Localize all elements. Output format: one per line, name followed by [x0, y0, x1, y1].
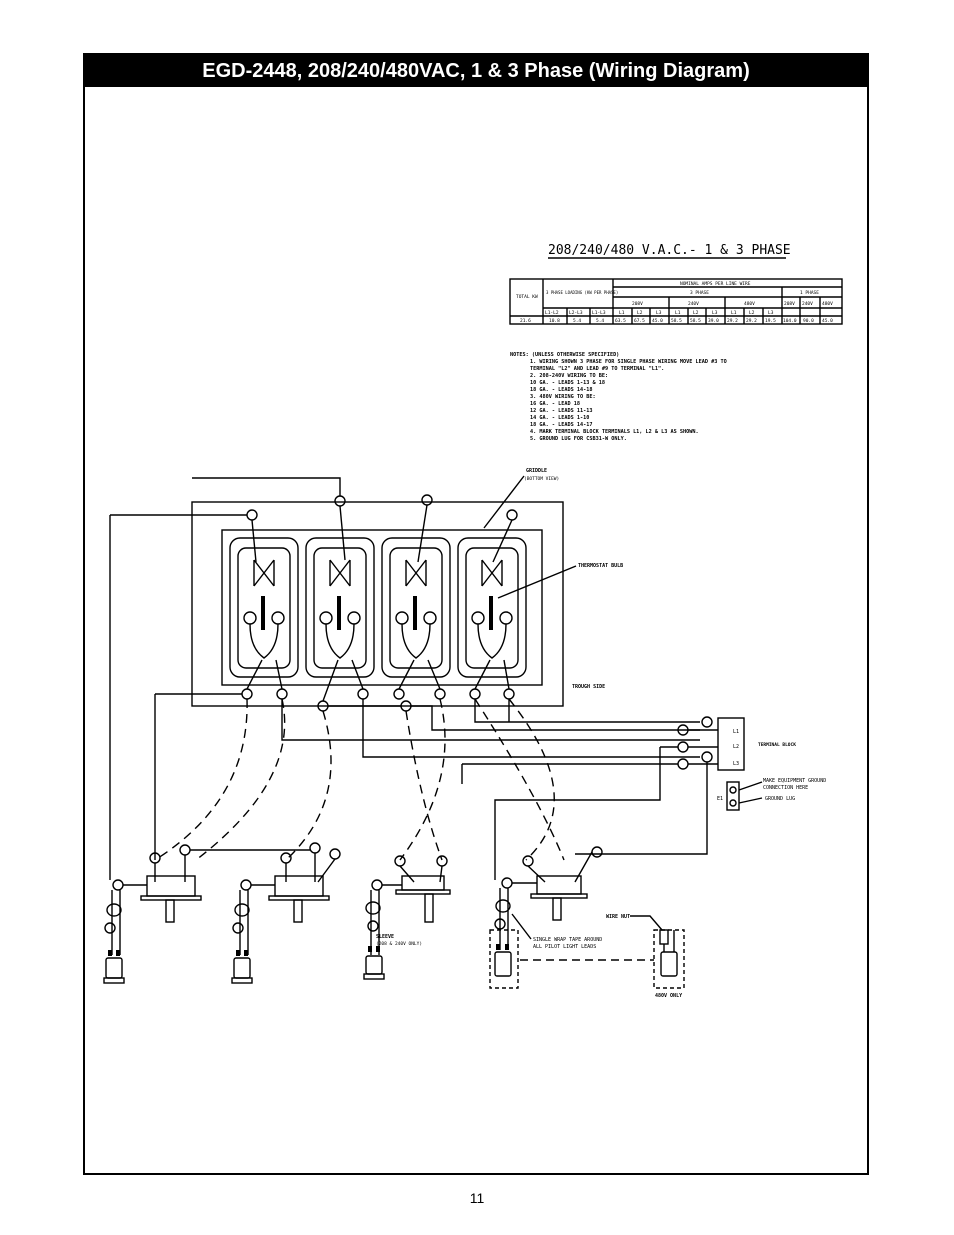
pilot-light [489, 877, 537, 989]
single-wrap-label-2: ALL PILOT LIGHT LEADS [533, 944, 596, 950]
note-line: 5. GROUND LUG FOR CSB31-W ONLY. [530, 436, 627, 442]
table-cell: 63.5 [615, 318, 626, 324]
ground-lug: E1 MAKE EQUIPMENT GROUND CONNECTION HERE… [717, 778, 826, 811]
note-line: 14 GA. - LEADS 1-10 [530, 415, 589, 421]
sleeve-sublabel: (208 & 240V ONLY) [376, 941, 422, 947]
pilot-light [363, 879, 402, 980]
heating-element [305, 537, 375, 678]
table-col: L3 [656, 310, 662, 316]
table-header-480: 480V [744, 301, 755, 307]
pilot-light-480v [520, 929, 685, 989]
note-line: TERMINAL "L2" AND LEAD #9 TO TERMINAL "L… [530, 366, 664, 372]
table-header-loading: 3 PHASE LOADING (KW PER PHASE) [546, 290, 618, 295]
table-cell: 58.5 [671, 318, 682, 324]
thermostat-switch [190, 842, 341, 923]
note-line: 2. 208-240V WIRING TO BE: [530, 373, 608, 379]
table-cell: 29.2 [727, 318, 738, 324]
table-col: L1 [619, 310, 625, 316]
table-cell: 104.0 [783, 318, 797, 324]
make-ground-label-2: CONNECTION HERE [763, 785, 808, 791]
note-line: 18 GA. - LEADS 14-18 [530, 387, 592, 393]
note-line: 18 GA. - LEADS 14-17 [530, 422, 592, 428]
thermostat-bulb-label: THERMOSTAT BULB [578, 563, 623, 569]
element-terminals [154, 659, 700, 860]
note-line: 16 GA. - LEAD 18 [530, 401, 580, 407]
table-col: L1 [675, 310, 681, 316]
griddle-sublabel: (BOTTOM VIEW) [524, 476, 559, 482]
table-col: L2 [637, 310, 643, 316]
table-header-240: 240V [688, 301, 699, 307]
table-col: 208V [784, 301, 795, 307]
pilot-light [103, 879, 147, 984]
table-header-3phase: 3 PHASE [690, 290, 709, 296]
diagram-subtitle: 208/240/480 V.A.C.- 1 & 3 PHASE [548, 243, 791, 258]
table-cell: 58.5 [690, 318, 701, 324]
table-cell: 19.5 [765, 318, 776, 324]
table-col: L2 [749, 310, 755, 316]
table-col: L2 [693, 310, 699, 316]
pilot-light [231, 879, 275, 984]
thermostat-switch [140, 844, 202, 923]
ground-lug-label: GROUND LUG [765, 796, 795, 802]
page-frame: EGD-2448, 208/240/480VAC, 1 & 3 Phase (W… [83, 53, 869, 1175]
table-cell: 5.4 [596, 318, 604, 324]
table-cell: 29.2 [746, 318, 757, 324]
table-cell: 10.8 [549, 318, 560, 324]
trough-side-label: TROUGH SIDE [572, 684, 605, 690]
terminal-l1: L1 [733, 729, 739, 735]
table-cell: 90.0 [803, 318, 814, 324]
thermostat-switch [522, 846, 603, 921]
table-col: L3 [768, 310, 774, 316]
single-wrap-label: SINGLE WRAP TAPE AROUND [533, 937, 602, 943]
sleeve-label: SLEEVE [376, 934, 394, 940]
notes: NOTES: (UNLESS OTHERWISE SPECIFIED) 1. W… [510, 352, 727, 442]
dashed-leads [154, 698, 565, 861]
table-header-nominal: NOMINAL AMPS PER LINE WIRE [680, 281, 751, 287]
note-line: NOTES: (UNLESS OTHERWISE SPECIFIED) [510, 352, 619, 358]
griddle-label: GRIDDLE [526, 468, 547, 474]
e1-label: E1 [717, 796, 723, 802]
heating-element [457, 537, 527, 678]
note-line: 10 GA. - LEADS 1-13 & 18 [530, 380, 605, 386]
heating-element [229, 537, 299, 678]
wire-nut-label: WIRE NUT [606, 914, 630, 920]
table-col: L1-L2 [545, 310, 559, 316]
table-cell: 45.0 [822, 318, 833, 324]
terminal-block-label: TERMINAL BLOCK [758, 742, 796, 748]
table-cell: 39.0 [708, 318, 719, 324]
table-col: 240V [802, 301, 813, 307]
heating-element [381, 537, 451, 678]
table-col: L2-L3 [569, 310, 583, 316]
thermostat-switch [394, 855, 451, 923]
table-cell: 45.0 [652, 318, 663, 324]
terminal-block: L1 L2 L3 TERMINAL BLOCK [461, 716, 796, 880]
480v-only-label: 480V ONLY [655, 993, 682, 999]
note-line: 3. 480V WIRING TO BE: [530, 394, 596, 400]
table-cell: 67.5 [634, 318, 645, 324]
pilot-lights [103, 877, 685, 989]
note-line: 4. MARK TERMINAL BLOCK TERMINALS L1, L2 … [530, 429, 699, 435]
table-col: L1-L3 [592, 310, 606, 316]
griddle-plate [221, 529, 543, 686]
top-leads [109, 477, 518, 880]
table-col: 480V [822, 301, 833, 307]
table-col: L1 [731, 310, 737, 316]
table-header-total: TOTAL KW [516, 294, 538, 300]
amps-table: TOTAL KW 3 PHASE LOADING (KW PER PHASE) … [509, 278, 843, 325]
make-ground-label: MAKE EQUIPMENT GROUND [763, 778, 826, 784]
table-header-1phase: 1 PHASE [800, 290, 819, 296]
page-title: EGD-2448, 208/240/480VAC, 1 & 3 Phase (W… [85, 55, 867, 87]
heating-elements [229, 537, 527, 678]
table-cell: 21.6 [520, 318, 531, 324]
table-cell: 5.4 [573, 318, 581, 324]
table-header-208: 208V [632, 301, 643, 307]
terminal-l3: L3 [733, 761, 739, 767]
note-line: 1. WIRING SHOWN 3 PHASE FOR SINGLE PHASE… [530, 359, 727, 365]
page-number: 11 [469, 1190, 485, 1206]
table-col: L3 [712, 310, 718, 316]
thermostats [140, 842, 603, 923]
note-line: 12 GA. - LEADS 11-13 [530, 408, 592, 414]
terminal-l2: L2 [733, 744, 739, 750]
